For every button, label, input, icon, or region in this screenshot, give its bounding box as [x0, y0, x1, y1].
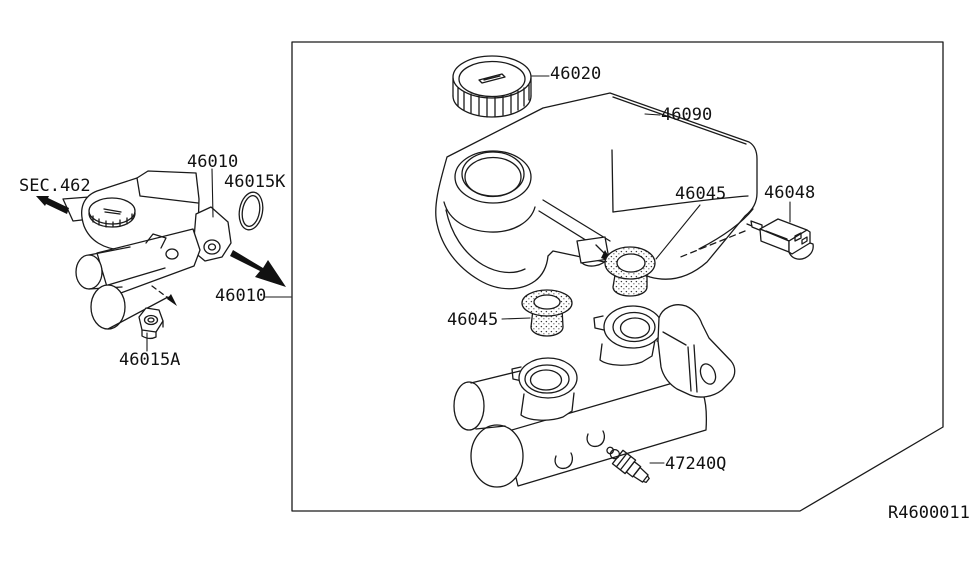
- connector-46048-drawing: [746, 218, 814, 260]
- sensor-47240q-drawing: [606, 446, 650, 484]
- part-label-46090: 46090: [661, 105, 713, 125]
- reservoir-46090-drawing: [435, 92, 758, 290]
- grommet-46045-right-drawing: [604, 246, 656, 297]
- part-label-46020: 46020: [550, 64, 602, 84]
- direction-arrow-icon: [230, 250, 286, 287]
- grommet-46045-left-drawing: [521, 289, 573, 337]
- part-label-46015a: 46015A: [119, 350, 181, 370]
- master-cylinder-body-drawing: [453, 304, 736, 488]
- cap-46020-drawing: [452, 55, 532, 118]
- installed-master-cylinder-drawing: [36, 170, 286, 340]
- part-label-46010-top: 46010: [187, 152, 239, 172]
- part-label-46015k: 46015K: [224, 172, 286, 192]
- leader-lines: [146, 75, 791, 464]
- diagram-frame: [291, 41, 944, 512]
- section-ref-label: SEC.462: [19, 176, 91, 196]
- part-label-47240q: 47240Q: [665, 454, 727, 474]
- drawing-number-label: R4600011: [888, 503, 970, 523]
- part-label-46010-right: 46010: [215, 286, 267, 306]
- sec-462-arrow-icon: [36, 196, 69, 214]
- o-ring-46015k-drawing: [238, 191, 264, 231]
- part-label-46045-right: 46045: [675, 184, 727, 204]
- part-label-46045-left: 46045: [447, 310, 499, 330]
- nut-46015a-drawing: [138, 307, 164, 340]
- part-label-46048: 46048: [764, 183, 816, 203]
